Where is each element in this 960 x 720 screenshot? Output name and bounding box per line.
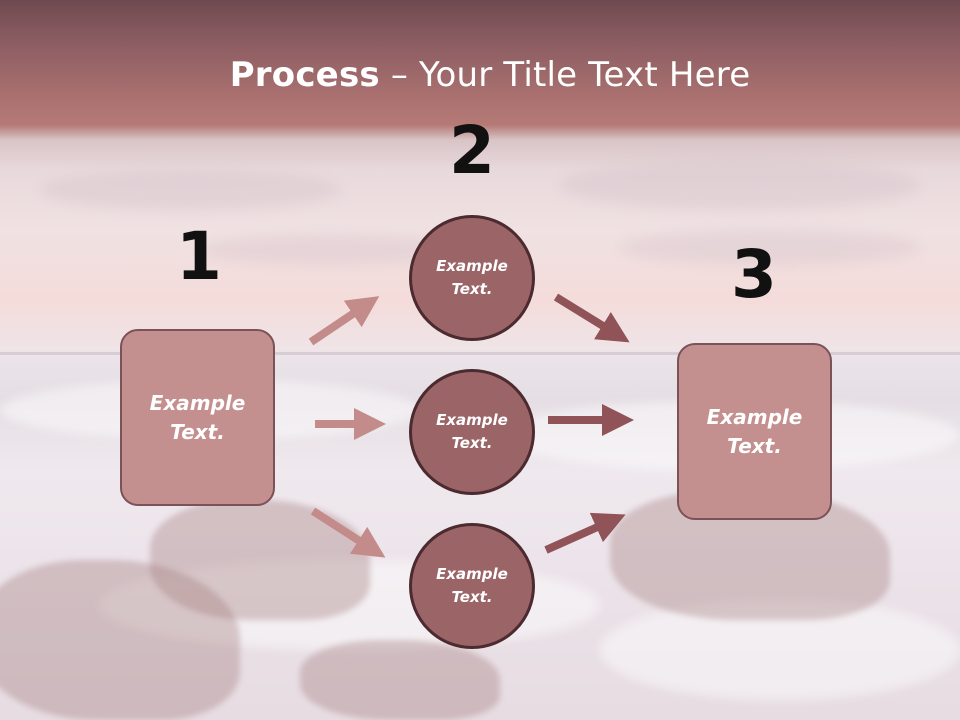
slide-title: Process – Your Title Text Here [0, 52, 960, 98]
step-number-2: 2 [449, 112, 495, 189]
arrow-up-right-light [308, 296, 380, 346]
step-number-3: 3 [731, 236, 777, 313]
title-bold: Process [229, 55, 380, 95]
arrow-down-right-light [310, 507, 386, 558]
title-rest: – Your Title Text Here [379, 55, 751, 95]
arrow-up-right-dark [544, 512, 626, 554]
arrow-down-right-dark [553, 293, 630, 343]
step-number-1: 1 [176, 218, 222, 295]
